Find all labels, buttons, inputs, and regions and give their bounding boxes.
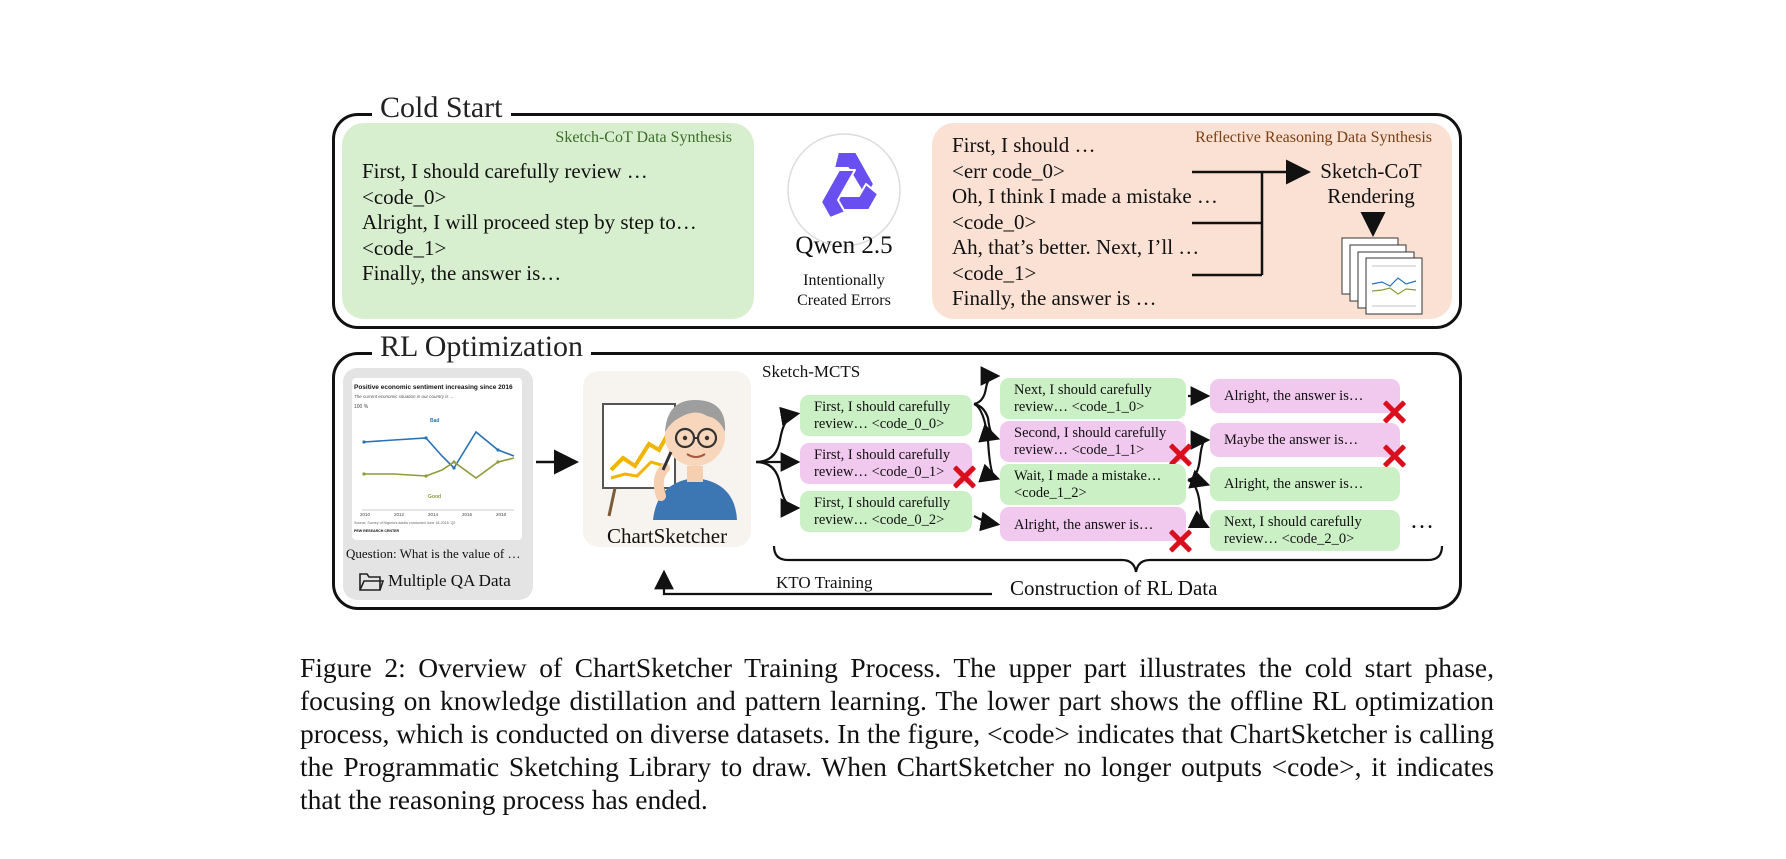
mini-source: Source: Survey of Nigeria's adults condu… [354,521,456,525]
node-text: Alright, the answer is… [1224,388,1364,404]
error-x-icon [1382,400,1406,424]
sketch-cot-line: <code_1> [362,235,447,260]
mini-chart-pct: 100 % [354,404,369,410]
sketch-cot-line: <code_0> [362,184,447,209]
dataset-question: Question: What is the value of … [346,546,521,561]
reflective-line: First, I should … [952,133,1096,157]
render-label-1: Sketch-CoT [1320,159,1422,183]
construction-label: Construction of RL Data [1010,576,1218,600]
mini-series-good: Good [428,494,442,500]
mini-year: 2014 [428,512,439,517]
mcts-label: Sketch-MCTS [762,362,861,381]
mcts-node-l2-2: Wait, I made a mistake… <code_1_2> [1000,464,1186,505]
sketch-cot-tag: Sketch-CoT Data Synthesis [555,129,732,146]
node-text: Wait, I made a mistake… [1014,468,1162,484]
reflective-line: <code_1> [952,260,1037,285]
node-text: review… <code_0_1> [814,463,945,480]
rendered-pages [1341,237,1423,315]
error-x-icon [952,465,976,489]
node-text: review… <code_1_0> [1014,398,1145,415]
rl-frame [332,352,1462,610]
reflective-line: <code_0> [952,209,1037,234]
mini-footer: PEW RESEARCH CENTER [354,529,400,533]
mcts-node-l2-1: Second, I should carefully review… <code… [1000,421,1186,462]
mcts-node-l2-0: Next, I should carefully review… <code_1… [1000,378,1186,419]
node-text: Second, I should carefully [1014,425,1167,441]
mini-chart-subtitle: The current economic situation in our co… [354,394,454,399]
reflective-line: Oh, I think I made a mistake … [952,184,1218,208]
node-text: Next, I should carefully [1224,514,1362,530]
mcts-node-l3-1: Maybe the answer is… [1210,423,1400,457]
reflective-tag: Reflective Reasoning Data Synthesis [1195,129,1432,146]
node-text: review… <code_2_0> [1224,530,1355,547]
mcts-node-l2-3: Alright, the answer is… [1000,507,1186,541]
sketcher-avatar [602,400,737,520]
reflective-line: Ah, that’s better. Next, I’ll … [952,235,1200,259]
mcts-node-l3-0: Alright, the answer is… [1210,379,1400,413]
mini-chart-title: Positive economic sentiment increasing s… [354,384,513,391]
sketch-cot-panel: Sketch-CoT Data Synthesis First, I shoul… [342,123,754,319]
error-x-icon [1168,529,1192,553]
model-note-1: Intentionally [803,272,885,289]
dataset-chart: Positive economic sentiment increasing s… [352,378,522,540]
folder-icon [359,573,384,591]
node-text: Next, I should carefully [1014,382,1152,398]
mini-year: 2010 [360,512,371,517]
qwen-logo-icon [787,133,901,247]
mini-series-bad: Bad [430,418,440,424]
cold-start-title: Cold Start [372,91,511,125]
figure-caption: Figure 2: Overview of ChartSketcher Trai… [300,652,1494,815]
dataset-label: Multiple QA Data [388,571,511,590]
cold-start-frame [332,113,1462,329]
node-text: Alright, the answer is… [1014,517,1154,533]
reflective-line: Finally, the answer is … [952,286,1157,310]
node-text: <code_1_2> [1014,484,1087,501]
node-text: First, I should carefully [814,447,951,463]
node-text: Maybe the answer is… [1224,432,1359,448]
node-text: Alright, the answer is… [1224,476,1364,492]
mcts-node-l1-1: First, I should carefully review… <code_… [800,443,972,484]
sketch-cot-lines: First, I should carefully review … <code… [362,159,697,287]
reflective-lines: First, I should … <err code_0> Oh, I thi… [952,133,1218,312]
mcts-node-l1-0: First, I should carefully review… <code_… [800,395,972,436]
render-label-2: Rendering [1327,184,1415,208]
mini-chart-plot [362,430,515,511]
sketch-cot-line: Finally, the answer is… [362,261,562,285]
node-text: review… <code_1_1> [1014,441,1145,458]
node-text: review… <code_0_2> [814,511,945,528]
mini-year: 2012 [394,512,405,517]
agent-label: ChartSketcher [606,524,728,548]
tree-ellipsis: … [1410,508,1434,534]
node-text: First, I should carefully [814,495,951,511]
error-x-icon [1382,444,1406,468]
sketch-cot-line: Alright, I will proceed step by step to… [362,210,697,234]
reflective-line: <err code_0> [952,158,1065,183]
mini-year: 2018 [496,512,507,517]
rl-title: RL Optimization [372,330,592,364]
mcts-node-l3-3: Next, I should carefully review… <code_2… [1210,510,1400,551]
node-text: First, I should carefully [814,399,951,415]
mini-year: 2016 [462,512,473,517]
mcts-node-l3-2: Alright, the answer is… [1210,467,1400,501]
model-note-2: Created Errors [797,292,891,309]
kto-label: KTO Training [776,573,873,592]
node-text: review… <code_0_0> [814,415,945,432]
qwen-logo [786,132,902,248]
sketch-cot-line: First, I should carefully review … [362,159,648,183]
mcts-node-l1-2: First, I should carefully review… <code_… [800,491,972,532]
model-name: Qwen 2.5 [795,232,893,259]
